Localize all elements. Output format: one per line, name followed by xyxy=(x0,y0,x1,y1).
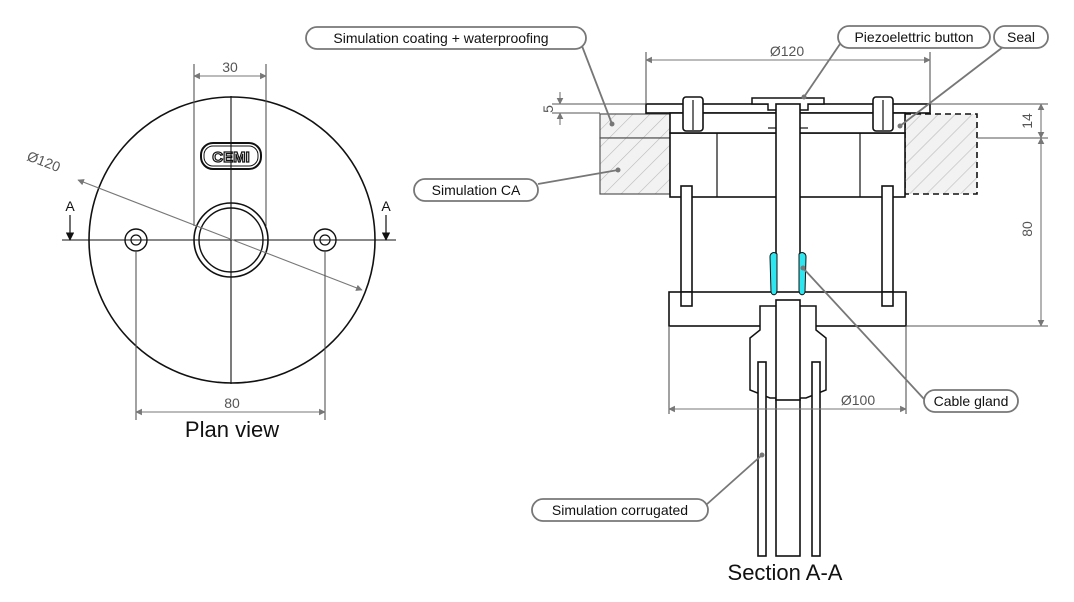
leader-seal xyxy=(899,46,1004,127)
section-corrugated-left xyxy=(757,361,767,557)
callout-corrugated-text: Simulation corrugated xyxy=(552,502,688,518)
section-long-screw-left xyxy=(680,185,693,307)
section-corrugated-right xyxy=(811,361,821,557)
section-view: Ø120 Ø100 5 14 80 Section A-A xyxy=(540,43,1048,585)
plan-section-mark-left: A xyxy=(65,198,75,214)
callout-corrugated-box xyxy=(531,498,709,522)
section-bottom-plate-inner-r xyxy=(881,291,894,307)
callout-coating-text: Simulation coating + waterproofing xyxy=(333,30,548,46)
leader-coating xyxy=(581,45,613,125)
callout-ca-box xyxy=(413,178,539,202)
leader-ca-dot xyxy=(615,167,621,173)
plan-section-mark-right: A xyxy=(381,198,391,214)
callout-gland-text: Cable gland xyxy=(934,393,1009,409)
plan-view: 30 CEMI A A Ø120 80 Plan view xyxy=(25,59,396,442)
section-long-screw-right xyxy=(881,185,894,307)
plan-dim-diameter-text: Ø120 xyxy=(25,148,63,175)
section-cable-gland-stem xyxy=(775,299,801,401)
callouts: Simulation coating + waterproofing Piezo… xyxy=(305,25,1049,522)
leader-piezo-dot xyxy=(801,94,807,100)
leader-coating-dot xyxy=(609,121,615,127)
section-coating-right xyxy=(904,113,978,195)
leader-gland xyxy=(802,267,925,400)
section-view-title: Section A-A xyxy=(728,560,843,585)
callout-seal-box xyxy=(993,25,1049,49)
leader-seal-dot xyxy=(897,123,903,129)
section-cable-gland-seal-right xyxy=(798,252,807,296)
callout-piezo-text: Piezoelettric button xyxy=(854,29,973,45)
plan-view-title: Plan view xyxy=(185,417,279,442)
plan-dim-80-text: 80 xyxy=(224,395,240,411)
section-dim-100-text: Ø100 xyxy=(841,392,875,408)
callout-coating-box xyxy=(305,26,587,50)
callout-ca-text: Simulation CA xyxy=(432,182,521,198)
callout-gland-box xyxy=(923,389,1019,413)
section-dim-120-text: Ø120 xyxy=(770,43,804,59)
leader-corrugated xyxy=(705,454,763,506)
section-bottom-plate-inner-l xyxy=(680,291,693,307)
callout-piezo-box xyxy=(837,25,991,49)
leader-ca xyxy=(537,169,619,185)
leader-corrugated-dot xyxy=(759,452,765,458)
section-cable-gland-seal-left xyxy=(769,252,778,296)
section-dim-5-text: 5 xyxy=(540,105,556,113)
section-ca-block-left xyxy=(599,137,671,195)
leader-gland-dot xyxy=(800,265,806,271)
callout-seal-text: Seal xyxy=(1007,29,1035,45)
section-dim-14-text: 14 xyxy=(1019,113,1035,129)
plan-dim-diameter-line xyxy=(77,179,363,291)
leader-piezo xyxy=(803,43,841,98)
section-dim-80-text: 80 xyxy=(1019,221,1035,237)
plan-dim-30-text: 30 xyxy=(222,59,238,75)
